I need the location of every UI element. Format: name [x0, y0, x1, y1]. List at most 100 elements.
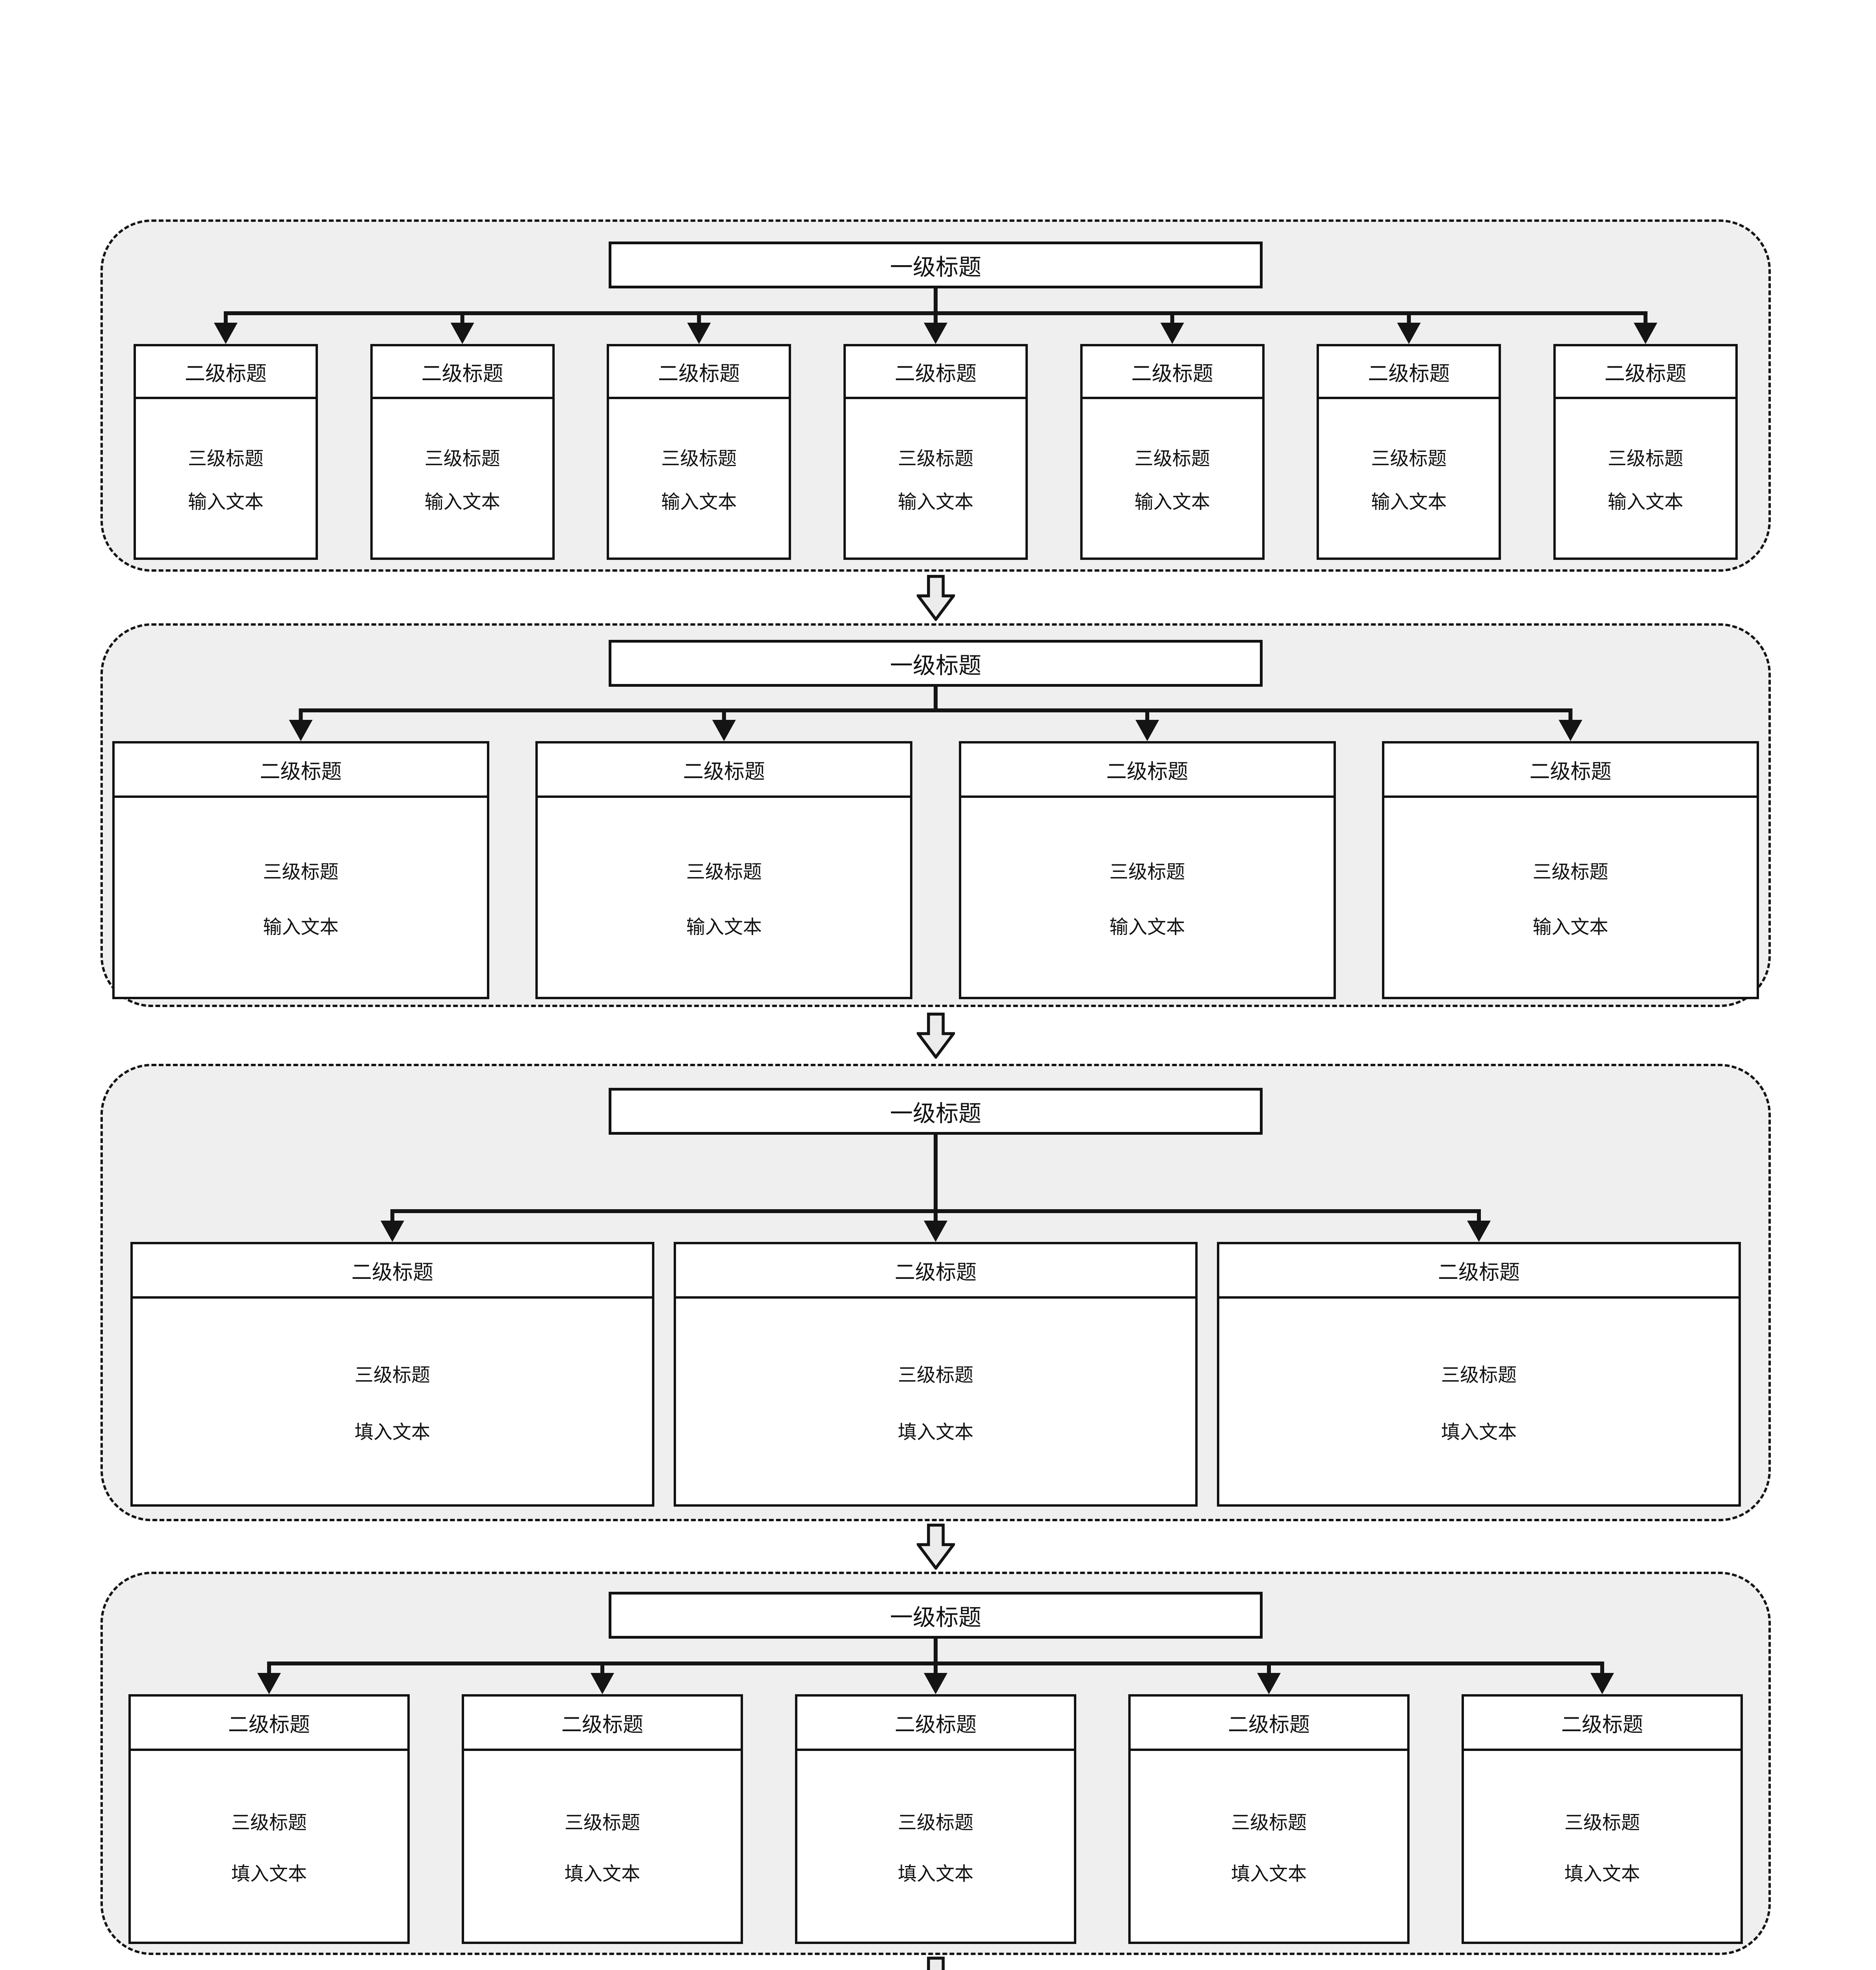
level2-body: 三级标题 输入文本	[136, 399, 316, 558]
level3-title: 三级标题	[424, 448, 500, 469]
level2-box: 二级标题 三级标题 输入文本	[1553, 344, 1738, 560]
level2-box: 二级标题 三级标题 填入文本	[1462, 1694, 1743, 1944]
level2-row: 二级标题 三级标题 输入文本 二级标题 三级标题 输入文本 二级标题 三级标题 …	[103, 741, 1768, 999]
level2-body: 三级标题 输入文本	[1384, 798, 1757, 997]
body-text: 输入文本	[1109, 916, 1185, 938]
connector-lines	[257, 1637, 1614, 1694]
body-text: 填入文本	[1441, 1422, 1517, 1443]
body-text: 填入文本	[1564, 1864, 1640, 1885]
level2-box: 二级标题 三级标题 填入文本	[795, 1694, 1076, 1944]
level3-title: 三级标题	[897, 1812, 973, 1833]
level3-title: 三级标题	[1607, 448, 1683, 469]
level2-header: 二级标题	[961, 743, 1334, 798]
level1-title: 一级标题	[890, 1604, 981, 1630]
hollow-down-arrow-icon	[916, 574, 955, 621]
level1-title-box: 一级标题	[609, 1088, 1263, 1135]
body-text: 输入文本	[661, 492, 737, 513]
level2-box: 二级标题 三级标题 输入文本	[112, 741, 489, 999]
section-gap	[100, 572, 1771, 623]
section-2: 一级标题 二级标题 三级标题 输入文本 二级标题 三级标题 输入文本 二级标	[100, 623, 1771, 1007]
level2-body: 三级标题 填入文本	[133, 1299, 652, 1504]
body-text: 输入文本	[263, 916, 339, 938]
section-gap	[100, 1521, 1771, 1572]
level2-body: 三级标题 填入文本	[1131, 1751, 1407, 1942]
level2-box: 二级标题 三级标题 输入文本	[1317, 344, 1501, 560]
level3-title: 三级标题	[231, 1812, 307, 1833]
level2-body: 三级标题 输入文本	[609, 399, 789, 558]
body-text: 填入文本	[231, 1864, 307, 1885]
body-text: 输入文本	[424, 492, 500, 513]
connector-lines	[381, 1133, 1491, 1242]
level2-header: 二级标题	[797, 1697, 1074, 1751]
level2-body: 三级标题 输入文本	[846, 399, 1025, 558]
level1-title-box: 一级标题	[609, 1592, 1263, 1639]
level1-title-box: 一级标题	[609, 640, 1263, 687]
body-text: 输入文本	[897, 492, 973, 513]
level2-header: 二级标题	[1131, 1697, 1407, 1751]
connector-tree	[103, 685, 1768, 741]
flowchart-canvas: 一级标题 二级标题 三级标题 输入文本 二级标题 三级标题 输入文本 二级标	[100, 219, 1771, 1970]
level2-body: 三级标题 输入文本	[1319, 399, 1499, 558]
level2-row: 二级标题 三级标题 填入文本 二级标题 三级标题 填入文本 二级标题 三级标题 …	[103, 1242, 1768, 1507]
connector-tree	[103, 1133, 1768, 1242]
level2-header: 二级标题	[1464, 1697, 1740, 1751]
level2-body: 三级标题 输入文本	[538, 798, 910, 997]
level2-row: 二级标题 三级标题 输入文本 二级标题 三级标题 输入文本 二级标题 三级标题 …	[103, 344, 1768, 560]
level2-row: 二级标题 三级标题 填入文本 二级标题 三级标题 填入文本 二级标题 三级标题 …	[103, 1694, 1768, 1944]
level2-header: 二级标题	[538, 743, 910, 798]
body-text: 输入文本	[1532, 916, 1609, 938]
level2-box: 二级标题 三级标题 输入文本	[607, 344, 791, 560]
level2-header: 二级标题	[676, 1244, 1195, 1299]
level3-title: 三级标题	[897, 1364, 973, 1386]
level1-title-box: 一级标题	[609, 242, 1263, 288]
section-3: 一级标题 二级标题 三级标题 填入文本 二级标题 三级标题 填入文本 二级标	[100, 1064, 1771, 1521]
body-text: 填入文本	[897, 1422, 973, 1443]
level1-title: 一级标题	[890, 254, 981, 280]
level3-title: 三级标题	[354, 1364, 430, 1386]
level2-body: 三级标题 输入文本	[1556, 399, 1735, 558]
section-4: 一级标题 二级标题 三级标题 填入文本 二级标题 三级标题 填入文本 二级标	[100, 1572, 1771, 1955]
level2-body: 三级标题 填入文本	[464, 1751, 741, 1942]
level3-title: 三级标题	[564, 1812, 640, 1833]
level3-title: 三级标题	[1441, 1364, 1517, 1386]
level3-title: 三级标题	[1564, 1812, 1640, 1833]
level2-header: 二级标题	[1555, 346, 1735, 399]
level2-box: 二级标题 三级标题 填入文本	[462, 1694, 743, 1944]
body-text: 输入文本	[1371, 492, 1447, 513]
body-text: 填入文本	[354, 1422, 430, 1443]
level2-body: 三级标题 输入文本	[373, 399, 552, 558]
section-gap	[100, 1007, 1771, 1064]
level2-header: 二级标题	[464, 1697, 741, 1751]
level2-body: 三级标题 输入文本	[961, 798, 1334, 997]
level3-title: 三级标题	[188, 448, 264, 469]
level2-box: 二级标题 三级标题 输入文本	[370, 344, 555, 560]
level2-box: 二级标题 三级标题 输入文本	[1080, 344, 1265, 560]
body-text: 输入文本	[686, 916, 762, 938]
level3-title: 三级标题	[661, 448, 737, 469]
connector-lines	[289, 685, 1583, 741]
level2-header: 二级标题	[1219, 1244, 1739, 1299]
level2-box: 二级标题 三级标题 输入文本	[958, 741, 1336, 999]
level2-box: 二级标题 三级标题 输入文本	[1382, 741, 1759, 999]
level2-box: 二级标题 三级标题 填入文本	[1128, 1694, 1410, 1944]
level2-body: 三级标题 输入文本	[115, 798, 487, 997]
connector-lines	[214, 286, 1657, 344]
level2-box: 二级标题 三级标题 填入文本	[128, 1694, 410, 1944]
level2-box: 二级标题 三级标题 填入文本	[674, 1242, 1198, 1507]
level2-body: 三级标题 填入文本	[797, 1751, 1074, 1942]
body-text: 输入文本	[188, 492, 264, 513]
level3-title: 三级标题	[1134, 448, 1210, 469]
hollow-down-arrow-icon	[927, 1956, 945, 1970]
level3-title: 三级标题	[263, 861, 339, 883]
body-text: 填入文本	[564, 1864, 640, 1885]
body-text: 填入文本	[1231, 1864, 1307, 1885]
level2-box: 二级标题 三级标题 输入文本	[134, 344, 318, 560]
level2-header: 二级标题	[1082, 346, 1262, 399]
level2-body: 三级标题 填入文本	[1464, 1751, 1740, 1942]
level2-box: 二级标题 三级标题 填入文本	[1217, 1242, 1741, 1507]
level2-box: 二级标题 三级标题 输入文本	[843, 344, 1028, 560]
level3-title: 三级标题	[686, 861, 762, 883]
body-text: 输入文本	[1134, 492, 1210, 513]
level3-title: 三级标题	[1109, 861, 1185, 883]
level2-header: 二级标题	[136, 346, 316, 399]
